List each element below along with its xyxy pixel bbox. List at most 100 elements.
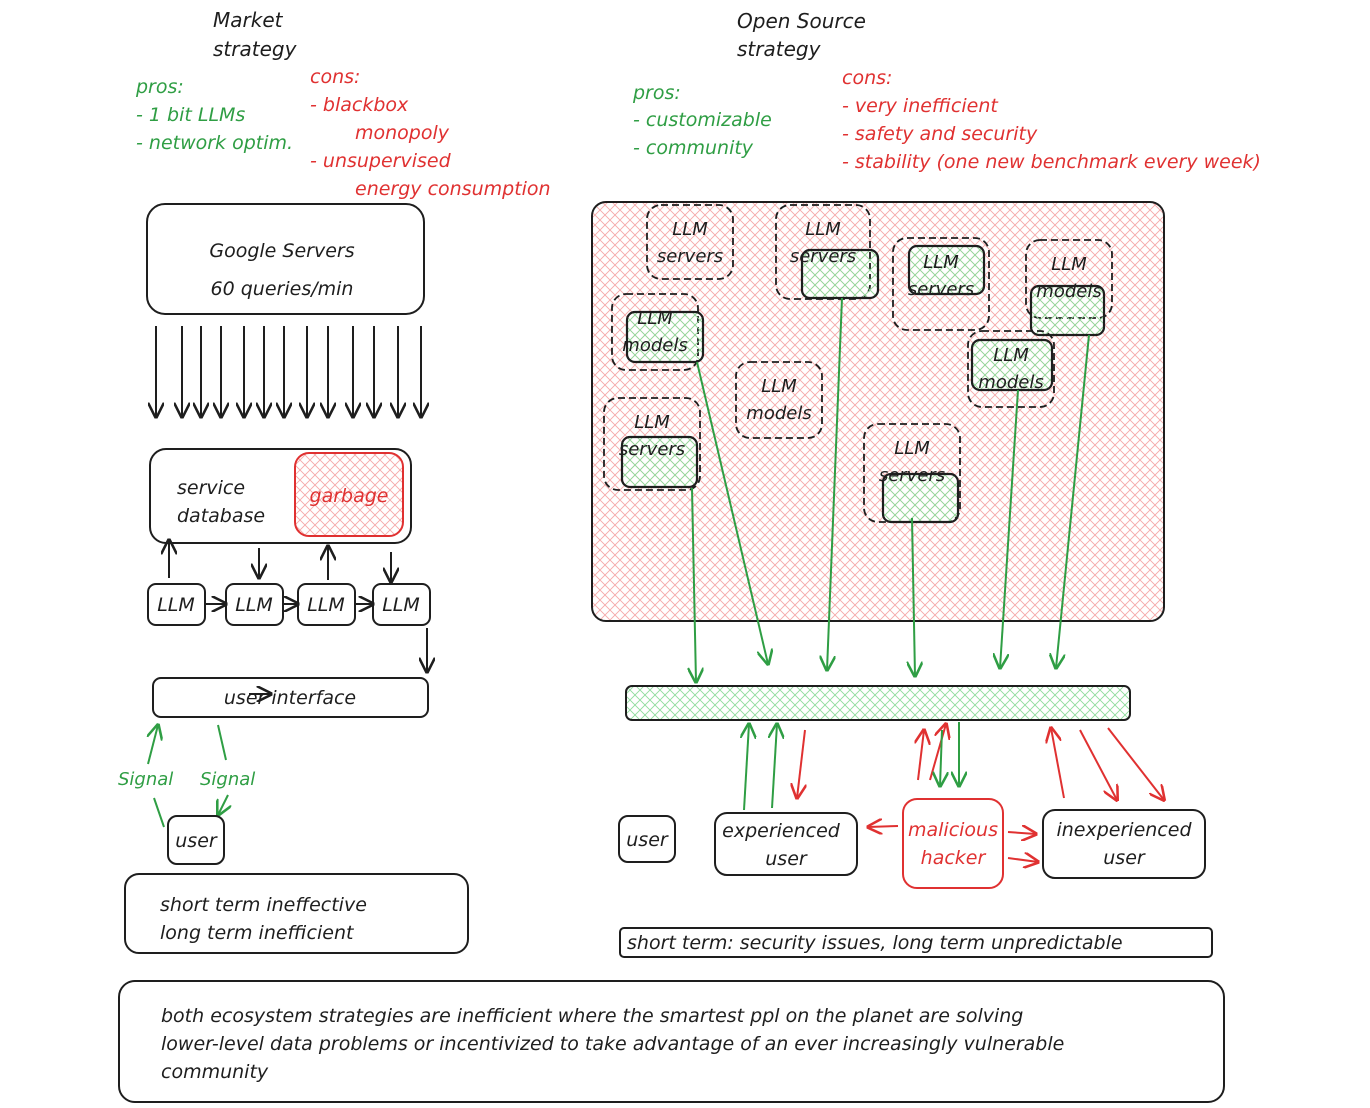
os-summary-text: short term: security issues, long term u… — [627, 932, 1123, 954]
market-cons-item: - unsupervised — [310, 150, 452, 172]
market-strategy-section: Market strategy pros: - 1 bit LLMs - net… — [118, 8, 551, 954]
market-summary-line1: short term ineffective — [160, 894, 367, 916]
market-cons-item: monopoly — [355, 122, 450, 144]
os-user-box[interactable]: user — [618, 815, 676, 863]
llm-node[interactable]: LLM models — [611, 293, 705, 371]
llm-node-label-line1: LLM — [761, 376, 797, 397]
hub-to-inexperienced-user-arrow — [1107, 727, 1164, 800]
os-pros-item: - customizable — [633, 109, 772, 131]
market-user-box[interactable]: user — [167, 815, 225, 865]
google-servers-label: Google Servers — [209, 240, 354, 262]
llm-node-label-line2: models — [746, 403, 811, 424]
user-hub-arrows — [744, 722, 1164, 862]
conclusion-line: lower-level data problems or incentivize… — [161, 1033, 1064, 1055]
market-cons-item: energy consumption — [355, 178, 551, 200]
inexperienced-user-line1: inexperienced — [1056, 819, 1192, 841]
llm-chain-node[interactable]: LLM — [147, 583, 206, 626]
hub-to-experienced-user-arrow — [797, 729, 805, 798]
conclusion-line: community — [161, 1061, 269, 1083]
malicious-hacker-line1: malicious — [908, 819, 998, 841]
queries-rate-label: 60 queries/min — [211, 278, 354, 300]
llm-chain-node[interactable]: LLM — [372, 583, 431, 626]
llm-node[interactable]: LLM models — [735, 361, 823, 439]
hub-to-hacker-arrow — [940, 729, 942, 786]
database-label-line1: service — [177, 477, 245, 499]
user-interface-label: user interface — [224, 687, 356, 709]
signal-down-arrow — [218, 794, 228, 815]
signal-down-label: Signal — [200, 769, 255, 790]
llm-chain: LLM LLM LLM LLM — [147, 540, 431, 694]
node-to-hub-arrow — [912, 517, 915, 676]
signal-down-arrow-tail — [217, 724, 227, 761]
llm-node[interactable]: LLM servers — [892, 237, 990, 331]
llm-chain-label: LLM — [307, 594, 345, 616]
llm-node-highlight — [620, 435, 699, 489]
llm-node-label-line2: servers — [879, 465, 945, 486]
llm-node-label-line1: LLM — [923, 252, 959, 273]
llm-node[interactable]: LLM models — [1025, 239, 1113, 337]
malicious-hacker-box[interactable]: malicious hacker — [902, 798, 1004, 889]
os-title-line1: Open Source — [737, 9, 866, 33]
llm-node-label-line2: models — [978, 372, 1043, 393]
market-summary-line2: long term inefficient — [160, 922, 355, 944]
inexperienced-user-box[interactable]: inexperienced user — [1042, 809, 1206, 879]
node-to-hub-arrow — [696, 361, 768, 664]
llm-node-label-line2: models — [1036, 281, 1101, 302]
experienced-user-line2: user — [765, 848, 808, 870]
os-cons-item: - stability (one new benchmark every wee… — [842, 151, 1261, 173]
market-title-line2: strategy — [213, 37, 298, 61]
market-cons-label: cons: — [310, 66, 360, 88]
market-pros-item: - network optim. — [136, 132, 293, 154]
market-pros-item: - 1 bit LLMs — [136, 104, 245, 126]
os-summary-box: short term: security issues, long term u… — [619, 927, 1213, 958]
llm-chain-label: LLM — [382, 594, 420, 616]
market-user-label: user — [175, 830, 218, 852]
inexperienced-user-line2: user — [1103, 847, 1146, 869]
open-source-hub-bar[interactable] — [625, 685, 1131, 721]
llm-chain-node[interactable]: LLM — [297, 583, 356, 626]
signal-up-arrow — [148, 725, 158, 765]
service-database-box[interactable]: service database — [149, 448, 412, 544]
llm-node-label-line2: models — [622, 335, 687, 356]
llm-chain-node[interactable]: LLM — [225, 583, 284, 626]
llm-node-label-line2: servers — [908, 279, 974, 300]
llm-node-label-line1: LLM — [1051, 254, 1087, 275]
llm-node-label-line1: LLM — [993, 345, 1029, 366]
llm-node-highlight — [800, 248, 880, 300]
llm-node[interactable]: LLM servers — [646, 204, 734, 280]
malicious-hacker-line2: hacker — [921, 847, 987, 869]
llm-node-label-line1: LLM — [637, 308, 673, 329]
os-cons-label: cons: — [842, 67, 892, 89]
conclusion-box: both ecosystem strategies are inefficien… — [118, 980, 1225, 1103]
user-interface-box[interactable]: user interface — [152, 677, 429, 718]
inexperienced-user-to-hub-arrow — [1051, 728, 1065, 799]
llm-node-label-line1: LLM — [672, 219, 708, 240]
node-to-hub-arrow — [827, 297, 843, 670]
node-to-hub-arrow — [1000, 389, 1019, 668]
hacker-to-hub-arrow — [929, 724, 946, 781]
os-user-label: user — [626, 829, 669, 851]
llm-node[interactable]: LLM servers — [775, 204, 880, 300]
llm-node-highlight — [881, 472, 960, 524]
experienced-user-box[interactable]: experienced user — [714, 812, 858, 876]
llm-node-highlight — [1029, 284, 1106, 337]
llm-node-label-line2: servers — [790, 246, 856, 267]
llm-node-highlight — [970, 338, 1054, 392]
hacker-to-experienced-user-arrow — [868, 826, 899, 827]
market-cons-item: - blackbox — [310, 94, 409, 116]
garbage-box[interactable]: garbage — [294, 452, 404, 537]
query-arrows — [156, 326, 421, 417]
os-pros-label: pros: — [632, 82, 681, 104]
google-servers-box[interactable]: Google Servers 60 queries/min — [146, 203, 425, 315]
llm-node-label-line2: servers — [657, 246, 723, 267]
llm-node-label-line1: LLM — [894, 438, 930, 459]
garbage-label: garbage — [310, 485, 389, 507]
node-to-hub-arrow — [1056, 334, 1090, 668]
llm-node-label-line1: LLM — [805, 219, 841, 240]
database-label-line2: database — [177, 505, 265, 527]
node-to-hub-arrows — [692, 297, 1090, 682]
llm-node[interactable]: LLM models — [967, 330, 1055, 408]
